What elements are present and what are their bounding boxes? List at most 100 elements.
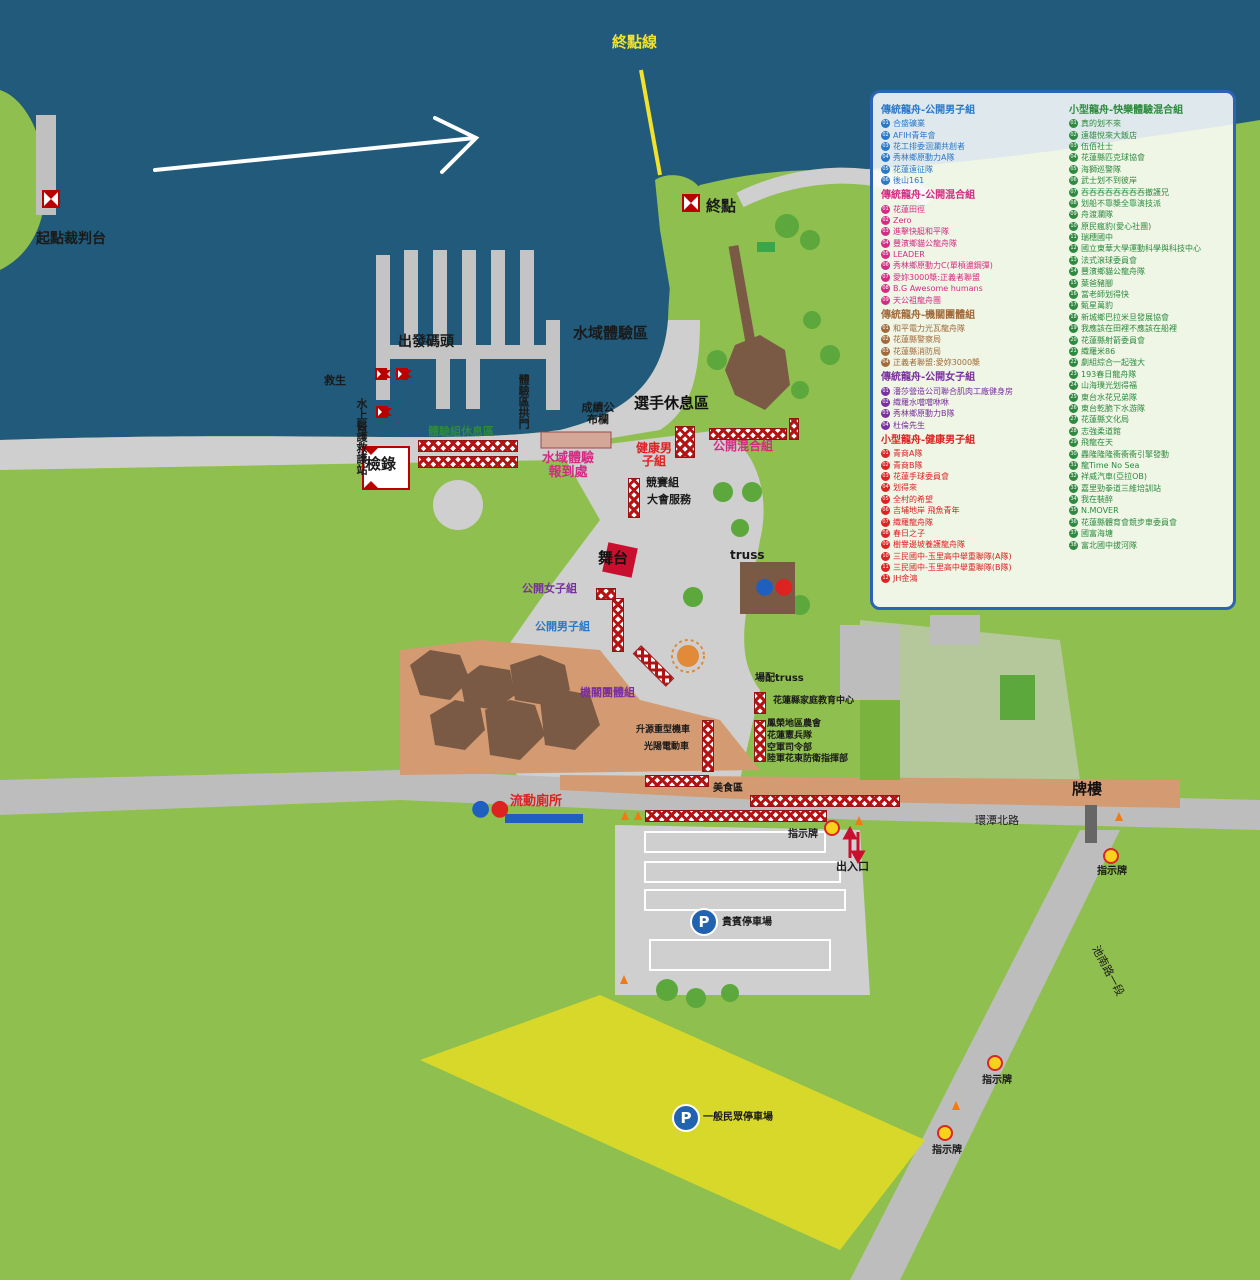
team-number-badge: 03 bbox=[881, 471, 890, 481]
vip-parking-label: 貴賓停車場 bbox=[722, 917, 772, 928]
team-name: 合盛礦業 bbox=[893, 119, 925, 129]
team-name: 正義者聯盟:愛妳3000槳 bbox=[893, 358, 981, 368]
team-number-badge: 32 bbox=[1069, 472, 1078, 482]
team-number-badge: 01 bbox=[881, 449, 890, 459]
team-number-badge: 06 bbox=[1069, 176, 1078, 186]
team-name: 吞吞吞吞吞吞吞吞撤護兄 bbox=[1081, 187, 1169, 197]
team-name: 三民國中-玉里高中舉重聯隊(B隊) bbox=[893, 563, 1012, 573]
team-number-badge: 05 bbox=[881, 494, 890, 504]
team-name: 秀林鄉原動力C(單槓盪鋼彈) bbox=[893, 261, 993, 271]
central-tower bbox=[725, 244, 790, 410]
team-name: JH金鴻 bbox=[893, 574, 918, 584]
team-number-badge: 27 bbox=[1069, 415, 1078, 425]
sign-icon bbox=[987, 1055, 1003, 1071]
team-name: B.G Awesome humans bbox=[893, 284, 983, 294]
team-number-badge: 34 bbox=[1069, 495, 1078, 505]
team-number-badge: 14 bbox=[1069, 267, 1078, 277]
sign-label: 指示牌 bbox=[932, 1145, 962, 1156]
team-number-badge: 02 bbox=[881, 335, 890, 345]
team-number-badge: 17 bbox=[1069, 301, 1078, 311]
road-name-label: 環潭北路 bbox=[975, 814, 1019, 827]
exp-rest-label: 體驗組休息區 bbox=[428, 425, 494, 438]
team-number-badge: 06 bbox=[881, 506, 890, 516]
team-number-badge: 35 bbox=[1069, 506, 1078, 516]
sign-label: 指示牌 bbox=[982, 1075, 1012, 1086]
team-name: 轟隆隆隆衝衝衝引擎發動 bbox=[1081, 449, 1169, 459]
team-number-badge: 05 bbox=[1069, 164, 1078, 174]
booth-row bbox=[418, 456, 518, 468]
booth-row bbox=[754, 692, 766, 714]
athlete-rest-label: 選手休息區 bbox=[634, 394, 710, 412]
team-name: 劇組綜合一起強大 bbox=[1081, 358, 1145, 368]
left-booth-2: 光陽電動車 bbox=[644, 742, 690, 752]
team-number-badge: 04 bbox=[881, 420, 890, 430]
team-name: 武士划不到彼岸 bbox=[1081, 176, 1137, 186]
parking-icon: P bbox=[672, 1104, 700, 1132]
team-number-badge: 31 bbox=[1069, 460, 1078, 470]
team-number-badge: 03 bbox=[881, 227, 890, 237]
team-number-badge: 18 bbox=[1069, 312, 1078, 322]
team-name: 遠雄悅來大飯店 bbox=[1081, 130, 1137, 140]
team-number-badge: 09 bbox=[881, 540, 890, 550]
toilet-strip bbox=[505, 814, 583, 823]
finish-line-label: 終點線 bbox=[612, 33, 658, 51]
open-women-label: 公開女子組 bbox=[522, 582, 577, 595]
team-number-badge: 21 bbox=[1069, 347, 1078, 356]
right-booth-1: 鳳榮地區農會 bbox=[767, 719, 822, 729]
team-name: 花蓮田徑 bbox=[893, 204, 925, 214]
service-label: 大會服務 bbox=[647, 493, 691, 506]
water-area-label: 水域體驗區 bbox=[573, 324, 649, 342]
right-booth-3: 空軍司令部 bbox=[767, 743, 813, 753]
right-booth-4: 陸軍花東防衛指揮部 bbox=[767, 754, 849, 764]
right-booth-2: 花蓮憲兵隊 bbox=[767, 731, 813, 741]
team-number-badge: 30 bbox=[1069, 449, 1078, 459]
cone-icon bbox=[952, 1101, 960, 1110]
team-name: 我應該在田裡不應該在船裡 bbox=[1081, 324, 1177, 334]
team-name: 秀林鄉原動力A隊 bbox=[893, 153, 955, 163]
arrow-icon bbox=[153, 116, 480, 174]
team-name: 花蓮手球委員會 bbox=[893, 471, 949, 481]
team-number-badge: 26 bbox=[1069, 403, 1078, 413]
team-name: 豐濱鄉貓公龍舟隊 bbox=[893, 238, 957, 248]
sign-icon bbox=[1103, 848, 1119, 864]
booth-row bbox=[628, 478, 640, 518]
team-number-badge: 02 bbox=[881, 398, 890, 407]
booth-row bbox=[675, 426, 695, 458]
start-flag-icon bbox=[42, 190, 60, 208]
team-name: 富北國中拔河隊 bbox=[1081, 540, 1137, 550]
flag-icon bbox=[375, 368, 391, 380]
team-name: 花工排委洄瀾共創者 bbox=[893, 141, 965, 151]
